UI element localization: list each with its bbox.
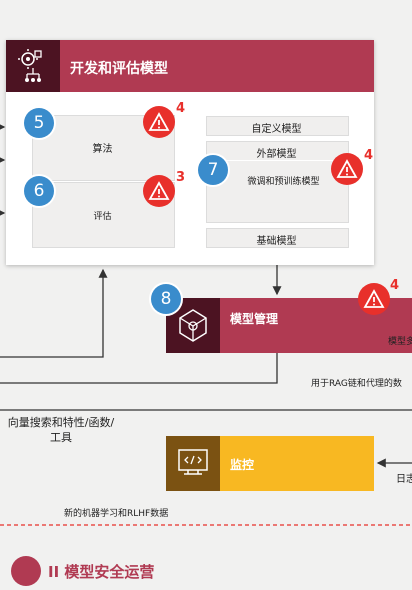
code-monitor-icon xyxy=(166,436,220,491)
evaluation-panel xyxy=(32,182,175,248)
rlhf-text: 新的机器学习和RLHF数据 xyxy=(64,509,169,519)
model-side-text: 模型多 xyxy=(388,337,412,347)
card-header xyxy=(6,40,374,92)
security-ops-icon xyxy=(11,556,41,586)
step-badge-6: 6 xyxy=(24,176,54,206)
algo-alert-count: 4 xyxy=(176,101,186,116)
step-badge-8: 8 xyxy=(151,284,181,314)
warning-icon xyxy=(143,106,175,138)
footer-title: II 模型安全运营 xyxy=(48,563,155,581)
model-management-title: 模型管理 xyxy=(230,312,279,326)
step-badge-5: 5 xyxy=(24,108,54,138)
log-side-text: 日志 xyxy=(396,474,412,485)
step-badge-7: 7 xyxy=(198,155,228,185)
vector-search-text: 向量搜索和特性/函数/ 工具 xyxy=(7,416,115,444)
warning-icon xyxy=(143,175,175,207)
warning-icon xyxy=(331,153,363,185)
eval-alert-count: 3 xyxy=(176,170,186,185)
card-title: 开发和评估模型 xyxy=(70,61,168,77)
external-model-label: 外部模型 xyxy=(256,149,297,160)
finetune-model-label: 微调和预训练模型 xyxy=(247,177,320,187)
external-model-box xyxy=(206,141,349,223)
models-alert-count: 4 xyxy=(364,148,374,163)
rag-text: 用于RAG链和代理的数 xyxy=(311,379,402,389)
custom-model-label: 自定义模型 xyxy=(251,124,302,135)
mgmt-alert-count: 4 xyxy=(390,278,400,293)
monitoring-title: 监控 xyxy=(230,458,255,472)
foundation-model-box xyxy=(206,228,349,248)
model-gear-icon xyxy=(6,40,60,92)
custom-model-box xyxy=(206,116,349,136)
warning-icon xyxy=(358,283,390,315)
foundation-model-label: 基础模型 xyxy=(256,236,297,247)
evaluation-label: 评估 xyxy=(93,212,112,222)
algorithm-label: 算法 xyxy=(92,144,113,155)
external-model-divider xyxy=(206,160,347,161)
